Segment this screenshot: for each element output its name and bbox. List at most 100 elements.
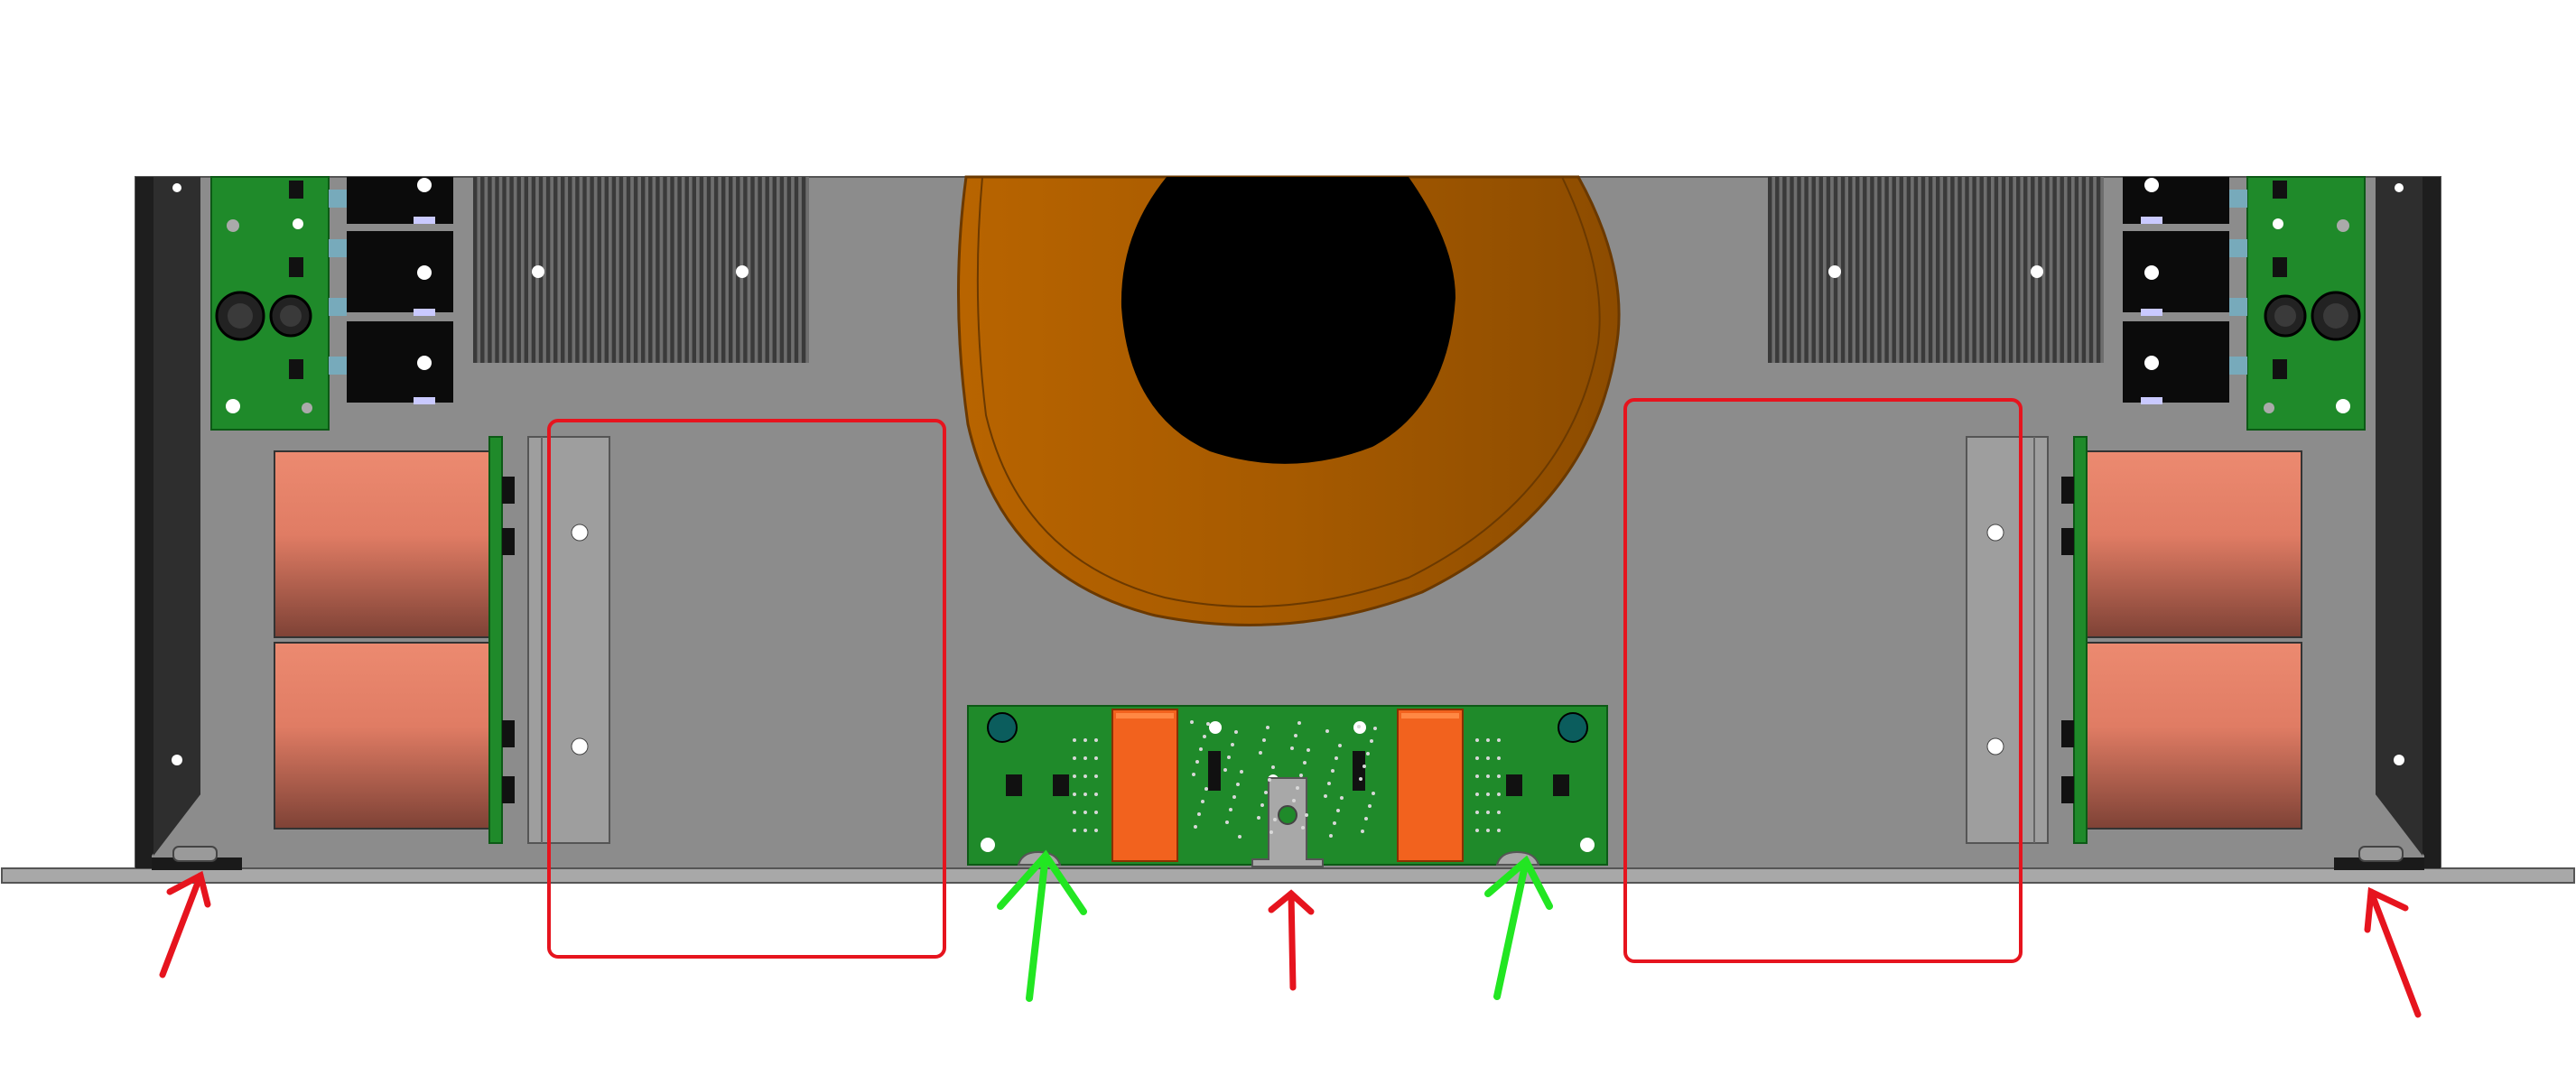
pcb-solder-pad [1073, 811, 1076, 814]
mount-hole [172, 755, 182, 765]
amp-board-right [2246, 176, 2366, 431]
heatsink-fin [582, 177, 587, 363]
heatsink-fin [663, 177, 667, 363]
pcb-solder-pad [1331, 769, 1334, 773]
heatsink-fin [1863, 177, 1867, 363]
heatsink-fin [706, 177, 711, 363]
heatsink-fin [575, 177, 580, 363]
heatsink-fin [1790, 177, 1794, 363]
heatsink-fin [2023, 177, 2028, 363]
heatsink-fin [729, 177, 733, 363]
heatsink-fin [2001, 177, 2006, 363]
heatsink-fin [1840, 177, 1846, 363]
pcb-solder-pad [1225, 820, 1229, 824]
highlight-box-left [547, 419, 946, 959]
pcb-solder-pad [1368, 804, 1372, 808]
heatsink-fin [1979, 177, 1984, 363]
pcb-components [1073, 720, 1501, 839]
pcb-solder-pad [1232, 795, 1236, 799]
heatsink-fin [590, 177, 594, 363]
heatsink-fin [553, 177, 558, 363]
pcb-solder-pad [1334, 756, 1338, 760]
pcb-solder-pad [1073, 756, 1076, 760]
foot-right [2334, 846, 2424, 870]
pcb-solder-pad [1333, 821, 1336, 825]
heatsink-fin [568, 177, 572, 363]
mount-hole [2031, 265, 2043, 278]
heatsink-fin [495, 177, 499, 363]
pcb-solder-pad [1083, 756, 1087, 760]
pcb-solder-pad [1094, 774, 1098, 778]
pcb-solder-pad [1083, 811, 1087, 814]
heatsink-fin [1920, 177, 1926, 363]
pcb-solder-pad [1497, 774, 1501, 778]
heatsink-fin [699, 177, 704, 363]
heatsink-fin [1775, 177, 1780, 363]
pcb-solder-pad [1372, 792, 1375, 795]
heatsink-fin [473, 177, 478, 363]
heatsink-fin [597, 177, 601, 363]
pcb-solder-pad [1475, 793, 1479, 796]
arrow-standoff-right [1484, 855, 1553, 1000]
pcb-solder-pad [1238, 835, 1242, 839]
heatsink-fin [1877, 177, 1882, 363]
pcb-solder-pad [1083, 738, 1087, 742]
pcb-solder-pad [1497, 756, 1501, 760]
base-plate [1, 867, 2575, 884]
inductor-stack-right [2061, 436, 2302, 844]
pcb-solder-pad [1486, 811, 1490, 814]
pcb-solder-pad [1373, 727, 1377, 730]
heatsink-fin [677, 177, 682, 363]
heatsink-fin [2008, 177, 2013, 363]
heatsink-fin [641, 177, 646, 363]
pcb-solder-pad [1486, 793, 1490, 796]
pcb-solder-pad [1190, 720, 1194, 724]
pcb-solder-pad [1296, 786, 1299, 790]
pcb-solder-pad [1073, 793, 1076, 796]
transistor-row-right [2123, 177, 2247, 404]
pcb-solder-pad [1234, 730, 1238, 734]
pcb-solder-pad [1262, 738, 1266, 742]
pcb-solder-pad [1292, 799, 1296, 802]
heatsink-fin [1994, 177, 1999, 363]
pcb-solder-pad [1094, 829, 1098, 832]
heatsink-fin [545, 177, 551, 363]
pcb-solder-pad [1497, 811, 1501, 814]
pcb-solder-pad [1197, 812, 1201, 816]
side-panel-left-edge [153, 177, 200, 856]
heatsink-fin [1818, 177, 1823, 363]
clamp-plate-left [527, 436, 610, 844]
mount-hole [1828, 265, 1841, 278]
foot-left [152, 846, 242, 870]
pcb-solder-pad [1366, 752, 1370, 755]
pcb-solder-pad [1303, 761, 1307, 765]
pcb-solder-pad [1475, 774, 1479, 778]
pcb-solder-pad [1338, 744, 1342, 747]
pcb-solder-pad [1083, 793, 1087, 796]
heatsink-fin [1797, 177, 1801, 363]
heatsink-fin [626, 177, 631, 363]
mount-hole [532, 265, 544, 278]
pcb-solder-pad [1204, 787, 1208, 791]
pcb-solder-pad [1497, 738, 1501, 742]
heatsink-fin [2016, 177, 2021, 363]
heatsink-fin [524, 177, 528, 363]
pcb-solder-pad [1329, 834, 1333, 838]
pcb-solder-pad [1271, 765, 1275, 769]
capacitor-right [1558, 712, 1588, 743]
pcb-solder-pad [1268, 778, 1271, 782]
inductor-stack-left [274, 436, 515, 844]
heatsink-fin [779, 177, 785, 363]
heatsink-fin [794, 177, 799, 363]
heatsink-fin [502, 177, 507, 363]
pcb-solder-pad [1486, 774, 1490, 778]
heatsink-fin [633, 177, 638, 363]
pcb-solder-pad [1486, 829, 1490, 832]
heatsink-fin [1965, 177, 1969, 363]
pcb-solder-pad [1073, 829, 1076, 832]
pcb-solder-pad [1094, 811, 1098, 814]
pcb-solder-pad [1195, 760, 1199, 764]
heatsink-fin [1936, 177, 1940, 363]
heatsink-fin [1928, 177, 1933, 363]
